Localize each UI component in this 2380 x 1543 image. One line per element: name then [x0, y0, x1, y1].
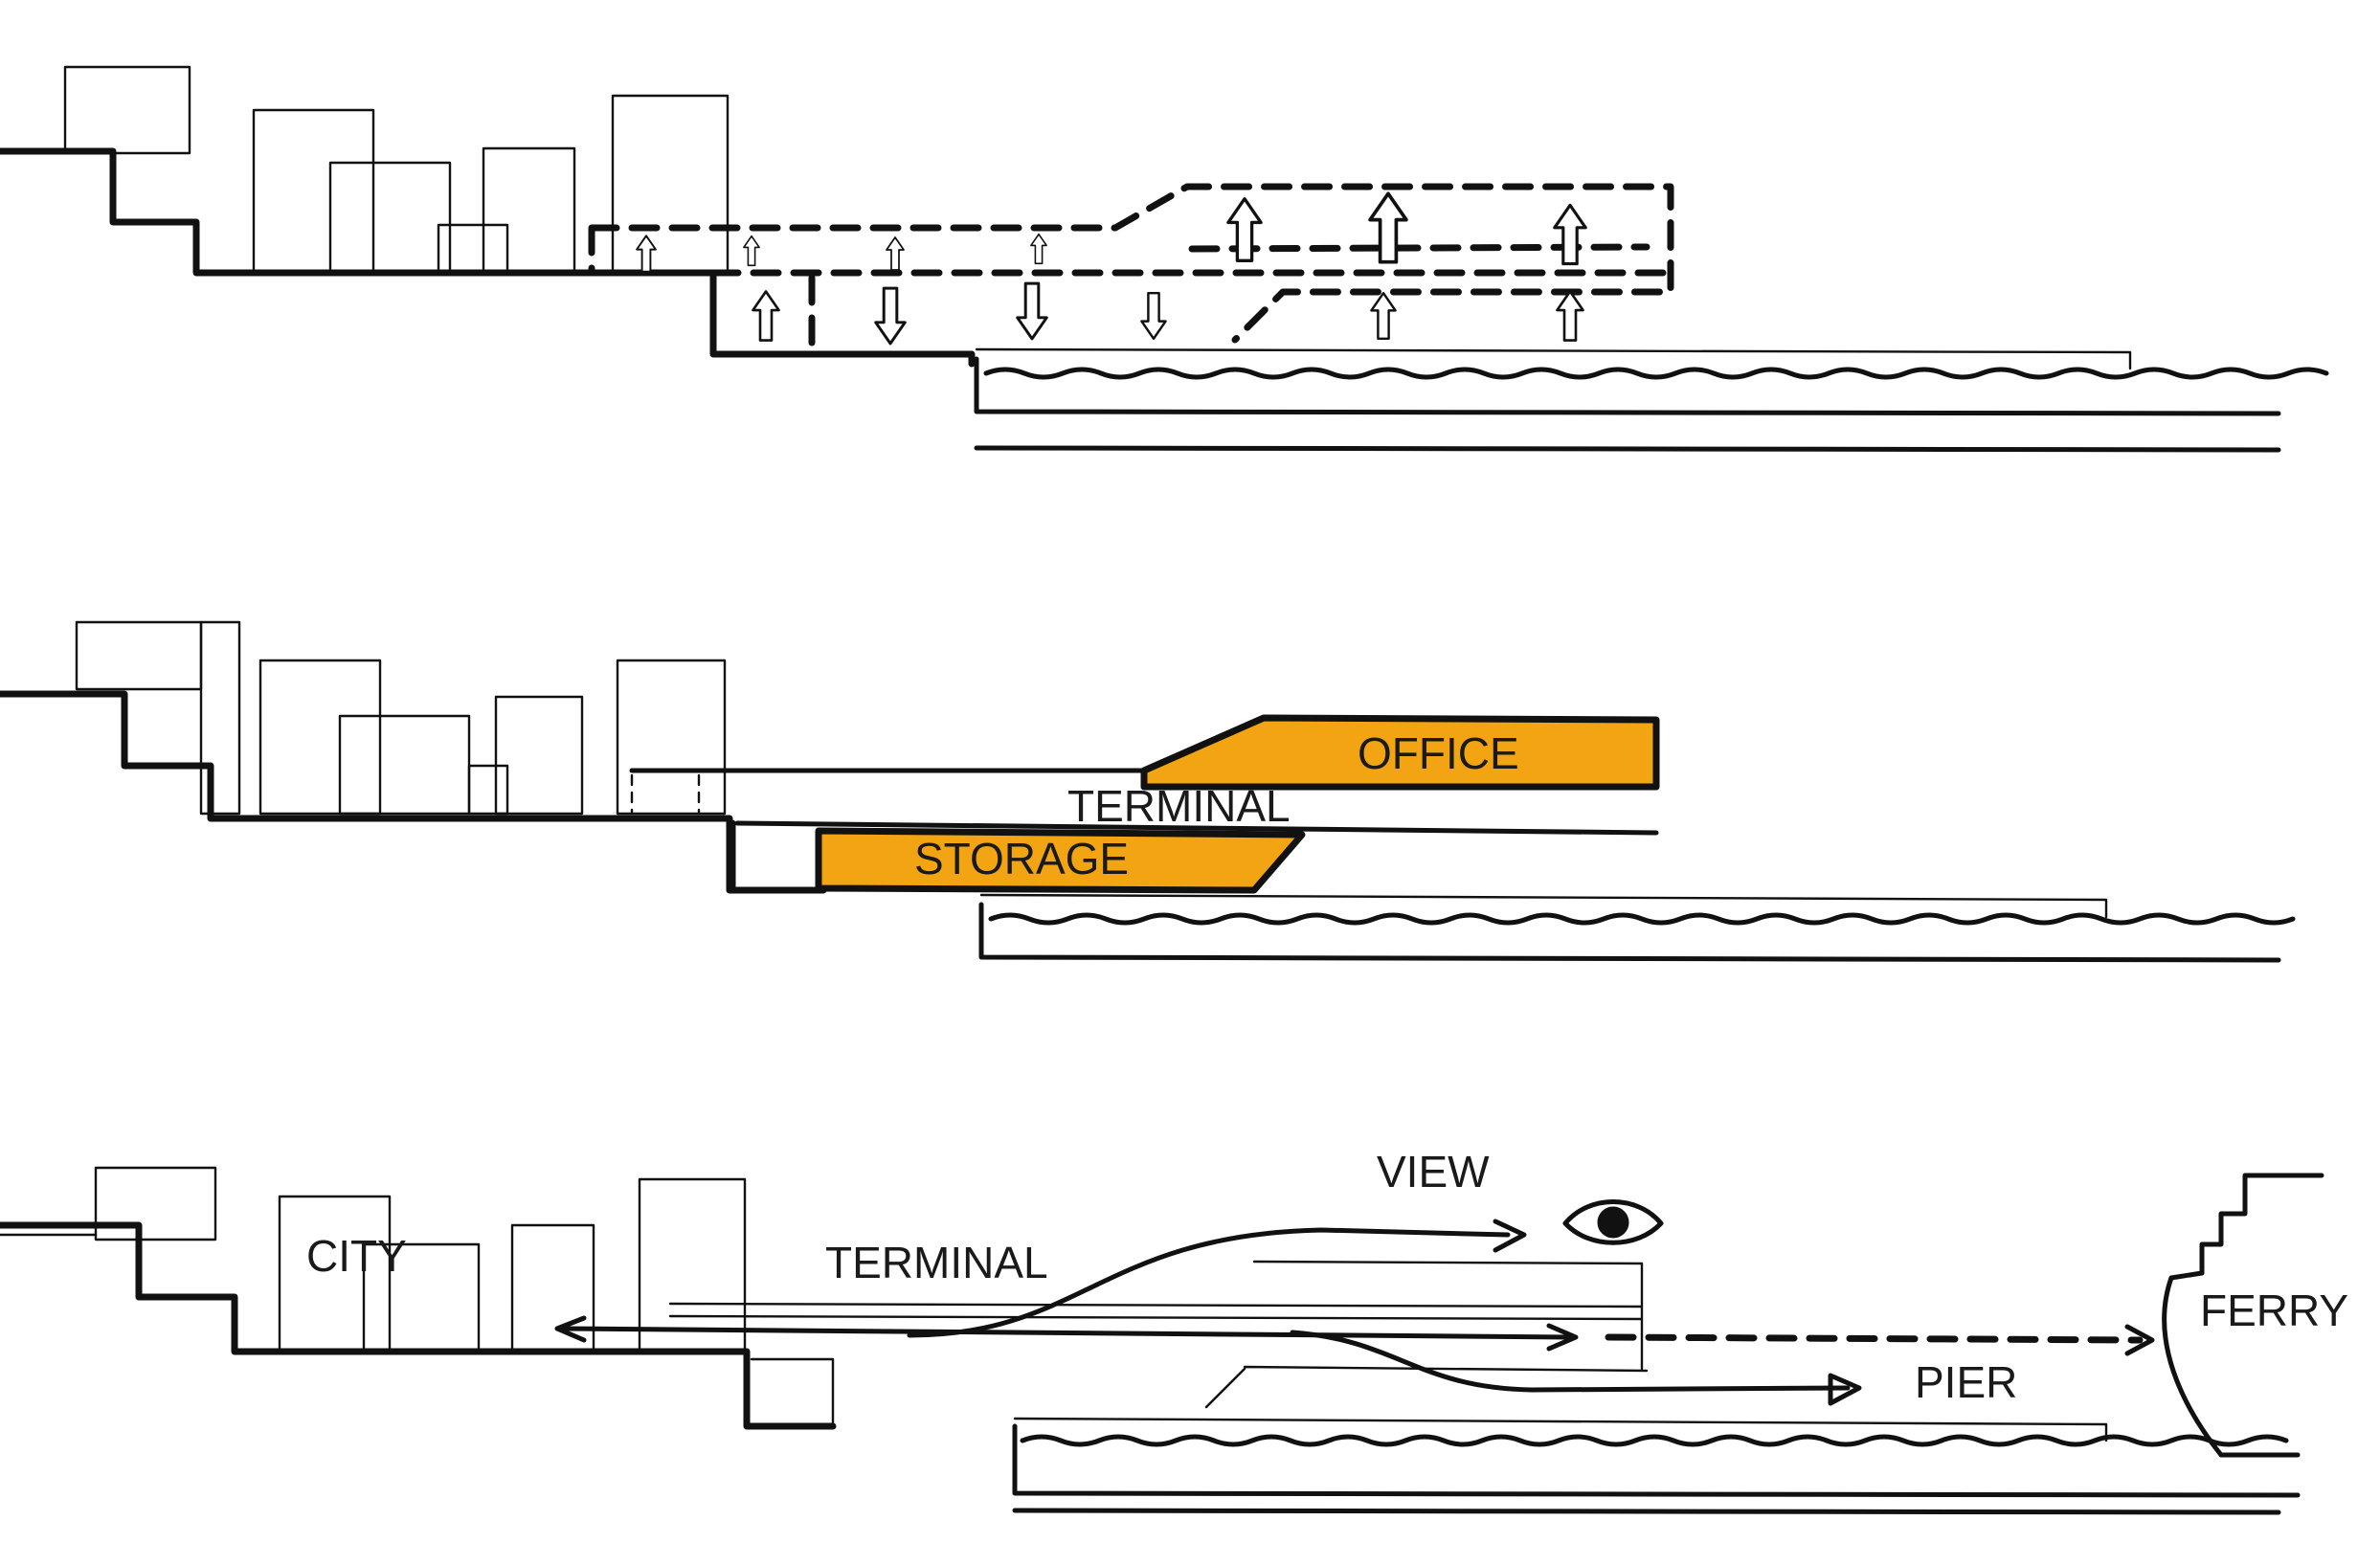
city-buildings-bottom — [0, 1166, 747, 1353]
panel-middle-program: OFFICE TERMINAL STORAGE — [0, 620, 2296, 963]
route-arrowheads — [554, 1219, 2155, 1406]
terminal-dashed-supports — [630, 773, 701, 816]
panel-bottom-circulation: VIEW CITY TERMINAL FERRY PIER — [0, 1147, 2348, 1515]
eye-icon — [1562, 1199, 1664, 1245]
waterfront-pier-middle — [978, 893, 2296, 963]
pier-label: PIER — [1915, 1357, 2017, 1407]
waterfront-pier-bottom — [1012, 1417, 2301, 1515]
terminal-envelope-dashed — [588, 183, 1674, 348]
ferry-label: FERRY — [2200, 1286, 2348, 1335]
office-label: OFFICE — [1358, 728, 1519, 778]
ferry-hull — [2162, 1173, 2324, 1458]
city-buildings-middle — [75, 620, 727, 816]
circulation-main-route — [562, 1326, 1573, 1340]
terminal-label-bottom: TERMINAL — [825, 1238, 1048, 1287]
office-block — [1140, 714, 1660, 791]
circulation-ferry-route-dashed — [1605, 1333, 2144, 1344]
waterfront-pier-top — [974, 347, 2329, 453]
panel-top-section — [0, 65, 2329, 453]
city-buildings-top — [63, 65, 730, 275]
circulation-pier-route — [1290, 1330, 1851, 1393]
city-label: CITY — [306, 1231, 407, 1281]
city-terrain-line-bottom — [0, 1221, 837, 1430]
terminal-platforms — [668, 1260, 1649, 1409]
storage-block — [815, 827, 1306, 894]
circulation-view-route — [907, 1227, 1511, 1338]
pressure-arrows — [636, 191, 1587, 346]
city-terrain-line-top — [0, 147, 976, 368]
terminal-label-middle: TERMINAL — [1067, 781, 1291, 831]
view-label: VIEW — [1377, 1147, 1490, 1196]
storage-label: STORAGE — [914, 834, 1129, 883]
